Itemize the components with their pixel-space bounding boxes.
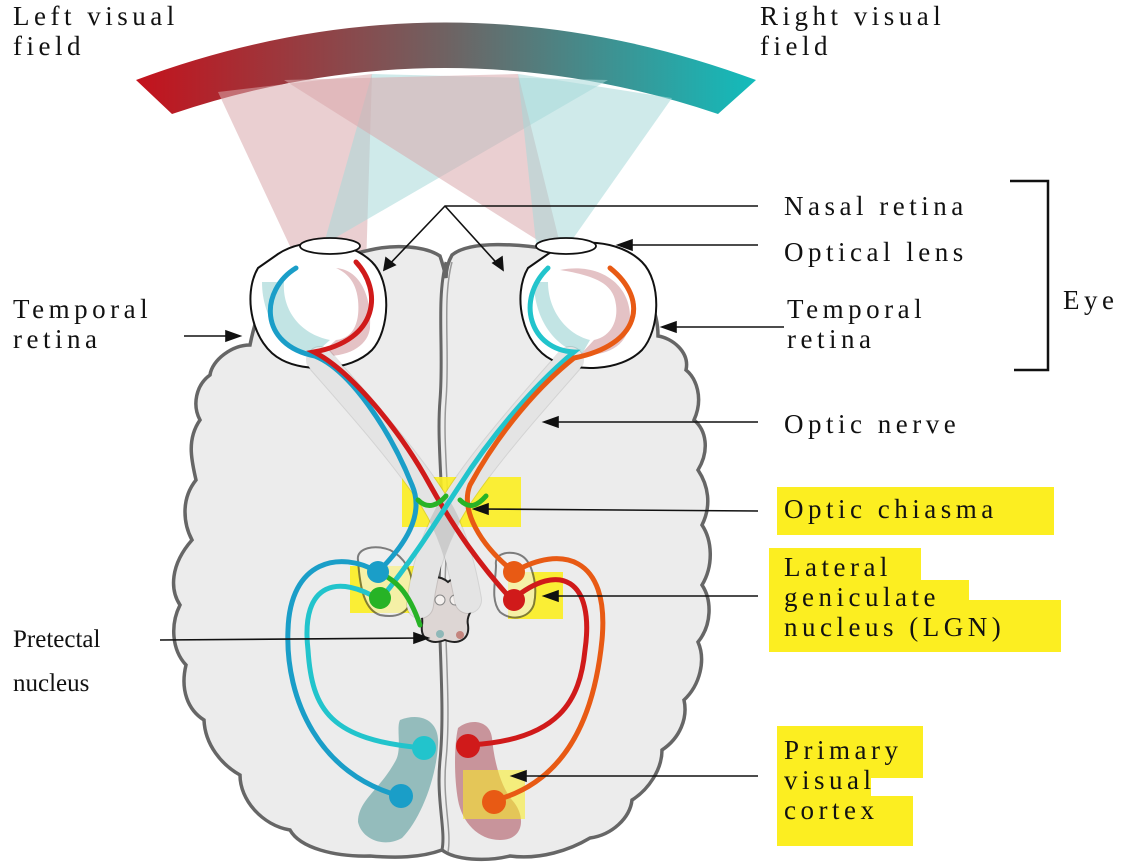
highlight-optic-chiasma-label bbox=[777, 487, 1054, 535]
left-lens bbox=[299, 237, 361, 255]
right-lens bbox=[535, 237, 597, 255]
cone-right-eye-red bbox=[284, 74, 585, 345]
optic-nerve-sheath-right bbox=[407, 347, 583, 618]
cortex-dot-red bbox=[456, 734, 480, 758]
highlight-lgn-label-3 bbox=[769, 600, 1061, 652]
pathway-left-temporal-blue bbox=[267, 265, 419, 799]
label-nasal-retina: Nasal retina bbox=[784, 191, 968, 221]
highlight-lgn-label-1 bbox=[769, 548, 921, 584]
label-optical-lens: Optical lens bbox=[784, 237, 968, 267]
label-eye: Eye bbox=[1063, 285, 1119, 315]
lgn-right-dot-red bbox=[503, 589, 525, 611]
lgn-left-dot-blue bbox=[367, 561, 389, 583]
cortex-dot-orange bbox=[482, 790, 506, 814]
cortex-dot-blue bbox=[389, 784, 413, 808]
pretectal-dot-right bbox=[456, 631, 464, 639]
cortex-dot-cyan bbox=[412, 736, 436, 760]
label-optic-nerve: Optic nerve bbox=[784, 409, 961, 439]
highlight-cortex-label-1 bbox=[777, 726, 923, 778]
optic-nerve-sheath-left bbox=[307, 347, 481, 613]
pathway-right-nasal-cyan bbox=[304, 265, 581, 751]
visual-field-arc bbox=[136, 22, 756, 114]
highlight-cortex-label-3 bbox=[777, 796, 913, 846]
pretectal-dot-left bbox=[436, 630, 444, 638]
lgn-right-dot-orange bbox=[503, 561, 525, 583]
brainstem-dot-1 bbox=[434, 594, 446, 606]
leader-arrows bbox=[159, 205, 784, 783]
lgn-left-dot-green bbox=[369, 587, 391, 609]
cone-right-eye-cyan bbox=[518, 74, 672, 262]
pathway-right-temporal-orange bbox=[464, 265, 637, 803]
pathway-left-nasal-red bbox=[306, 259, 590, 748]
pathway-chiasma-green bbox=[415, 493, 449, 508]
label-optic-chiasma: Optic chiasma bbox=[784, 494, 998, 524]
pathways bbox=[267, 259, 637, 803]
eye-bracket bbox=[1010, 179, 1050, 372]
